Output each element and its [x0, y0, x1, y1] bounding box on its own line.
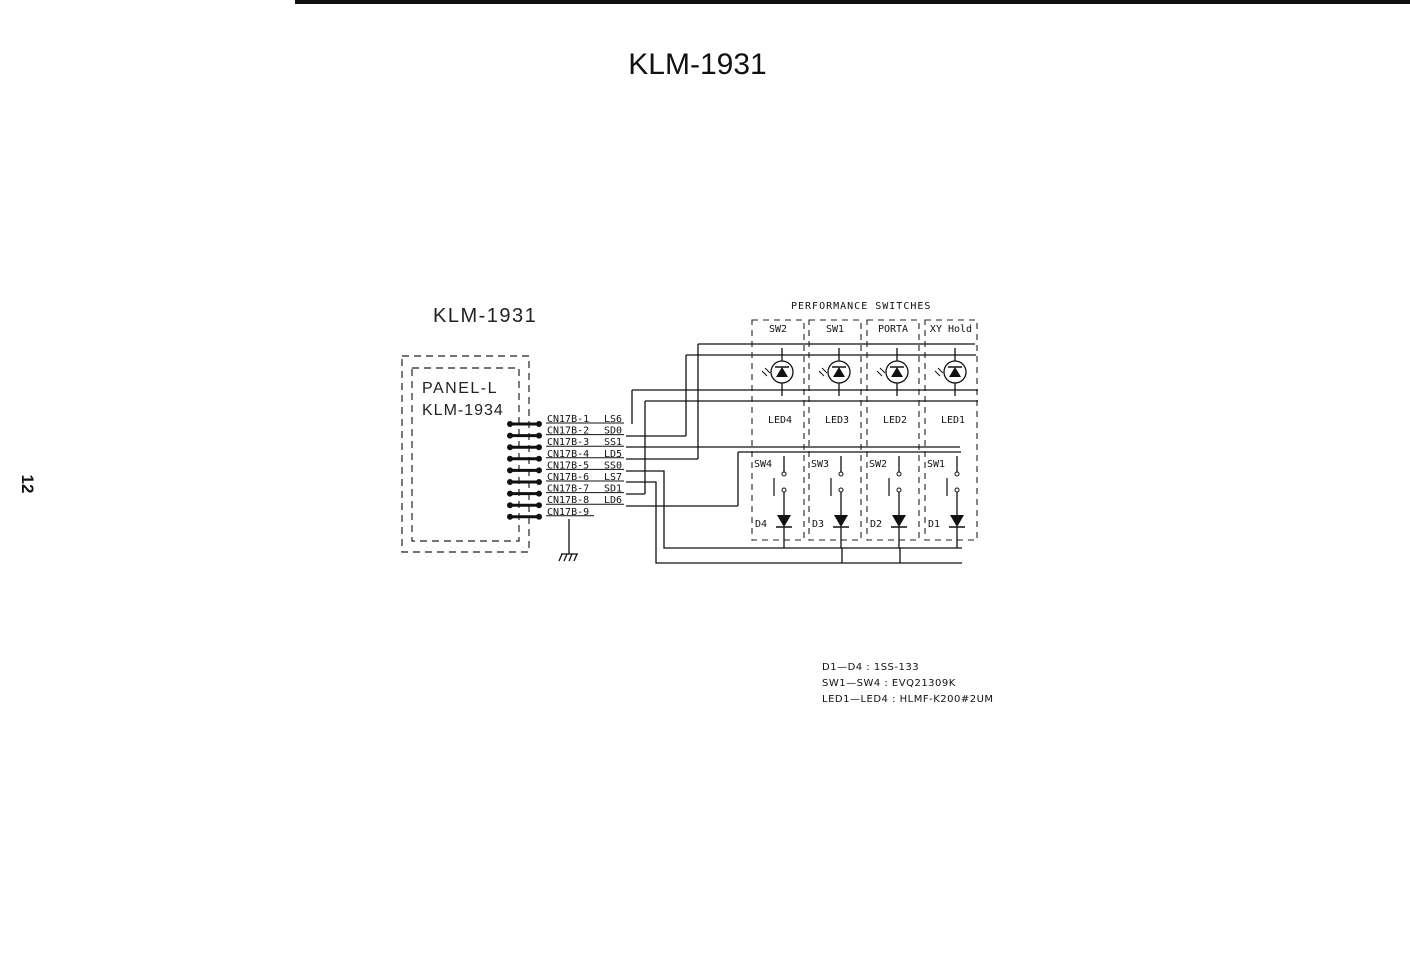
pin-dot	[507, 502, 513, 509]
connector-pin-row: CN17B-3 SS1	[507, 437, 624, 451]
connector-pin-row: CN17B-1 LS6	[507, 414, 624, 427]
diode-label: D4	[755, 519, 767, 530]
pin-dot	[507, 490, 513, 497]
pin-dot	[507, 513, 513, 520]
connector-pin-row: CN17B-6 LS7	[507, 472, 624, 485]
pin-dot	[507, 455, 513, 462]
connector-pin-row: CN17B-4 LD5	[507, 449, 624, 462]
pin-dot	[507, 467, 513, 474]
pin-label: CN17B-4	[547, 449, 589, 460]
switch-contact	[954, 471, 960, 477]
switch-header: XY Hold	[930, 324, 972, 335]
pin-dot	[536, 479, 542, 485]
switch-contact	[896, 487, 902, 493]
switch-contact	[954, 487, 960, 493]
pin-dot	[536, 421, 542, 427]
diode-symbol	[950, 515, 964, 527]
switch-header: PORTA	[878, 324, 908, 335]
connector-pin-row: CN17B-9	[507, 507, 594, 520]
connector-pin-row: CN17B-2 SD0	[507, 426, 624, 439]
pin-label: CN17B-2	[547, 426, 589, 437]
pin-dot	[507, 421, 513, 427]
switch-label: SW1	[927, 459, 945, 470]
signal-label: LS7	[604, 472, 622, 483]
pin-label: CN17B-8	[547, 495, 589, 506]
switch-label: SW4	[754, 459, 772, 470]
page-title: KLM-1931	[628, 48, 767, 81]
diode-symbol	[777, 515, 791, 527]
diode-symbol	[834, 515, 848, 527]
pin-dot	[536, 513, 542, 520]
panel-name: PANEL-L	[422, 380, 498, 397]
switch-contact	[781, 487, 787, 493]
parts-note-leds: LED1—LED4 : HLMF-K200#2UM	[822, 694, 994, 705]
pin-dot	[536, 490, 542, 497]
signal-label: LD6	[604, 495, 622, 506]
led-label: LED2	[883, 415, 907, 426]
top-rule	[295, 0, 1410, 4]
pin-label: CN17B-3	[547, 437, 589, 448]
switch-header: SW1	[826, 324, 844, 335]
parts-note-switches: SW1—SW4 : EVQ21309K	[822, 678, 956, 689]
pin-label: CN17B-6	[547, 472, 589, 483]
connector-pin-row: CN17B-5 SS0	[507, 460, 624, 474]
wiring	[626, 343, 978, 564]
led-label: LED1	[941, 415, 965, 426]
switch-header: SW2	[769, 324, 787, 335]
signal-label: SD1	[604, 484, 622, 495]
pin-dot	[536, 444, 542, 451]
signal-label: SS0	[604, 460, 622, 471]
switch-contact	[781, 471, 787, 477]
panel-part: KLM-1934	[422, 402, 504, 419]
pin-dot	[536, 455, 542, 462]
pin-dot	[536, 432, 542, 439]
switch-contact	[896, 471, 902, 477]
switch-contact	[838, 471, 844, 477]
led-label: LED3	[825, 415, 849, 426]
signal-label: SD0	[604, 426, 622, 437]
switch-label: SW3	[811, 459, 829, 470]
pin-dot	[507, 444, 513, 451]
ground-symbol	[558, 519, 578, 562]
pin-dot	[507, 479, 513, 485]
pin-label: CN17B-9	[547, 507, 589, 518]
switch-contact	[838, 487, 844, 493]
switch-label: SW2	[869, 459, 887, 470]
pin-label: CN17B-1	[547, 414, 589, 425]
connector-pin-row: CN17B-7 SD1	[507, 484, 624, 497]
diode-label: D1	[928, 519, 940, 530]
diode-label: D3	[812, 519, 824, 530]
panel-outline	[401, 355, 530, 553]
signal-label: LD5	[604, 449, 622, 460]
pin-label: CN17B-5	[547, 460, 589, 471]
parts-note-diodes: D1—D4 : 1SS-133	[822, 662, 920, 673]
diode-label: D2	[870, 519, 882, 530]
board-label: KLM-1931	[433, 305, 537, 327]
parts-notes: D1—D4 : 1SS-133 SW1—SW4 : EVQ21309K LED1…	[822, 660, 994, 708]
switch-groups: SW2LED4SW4D4SW1LED3SW3D3PORTALED2SW2D2XY…	[751, 319, 978, 541]
signal-label: LS6	[604, 414, 622, 425]
pin-dot	[507, 432, 513, 439]
signal-label: SS1	[604, 437, 622, 448]
diode-symbol	[892, 515, 906, 527]
led-label: LED4	[768, 415, 792, 426]
switch-group-title: PERFORMANCE SWITCHES	[791, 301, 931, 312]
pin-dot	[536, 502, 542, 509]
connector-pin-row: CN17B-8 LD6	[507, 495, 624, 509]
pin-dot	[536, 467, 542, 474]
pin-label: CN17B-7	[547, 484, 589, 495]
